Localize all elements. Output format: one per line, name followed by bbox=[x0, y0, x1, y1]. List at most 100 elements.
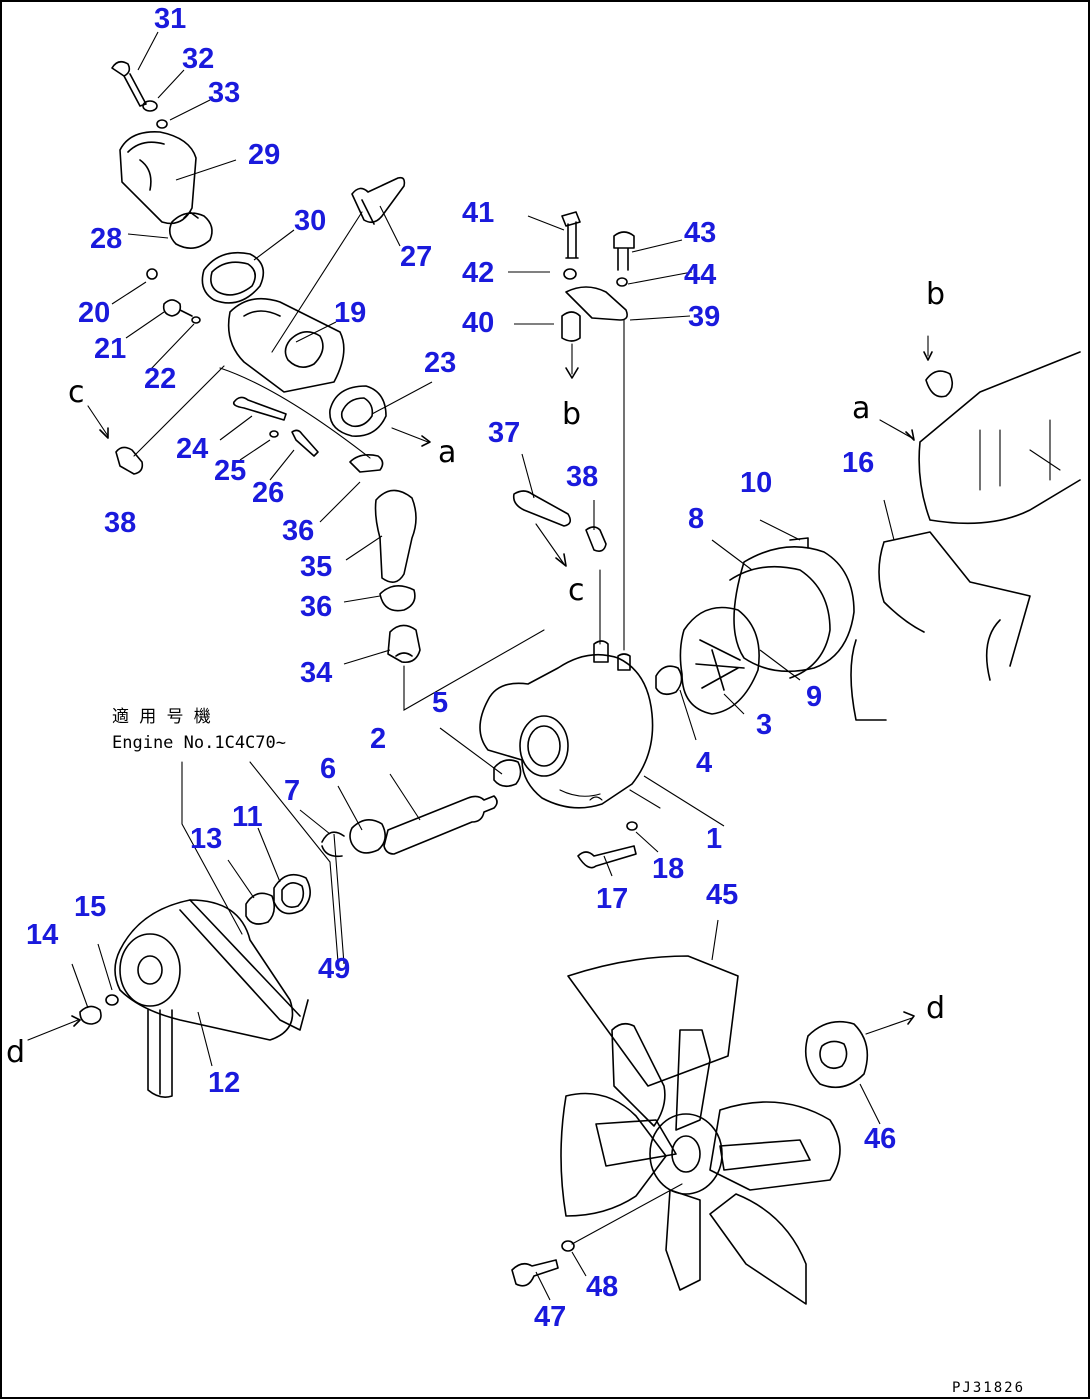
part-number-6: 6 bbox=[320, 753, 336, 785]
part-number-labels: 1 2 3 4 5 6 7 8 9 10 11 12 13 14 15 16 1… bbox=[26, 3, 896, 1333]
fan-arm-left bbox=[595, 1119, 677, 1167]
washer-42 bbox=[563, 268, 577, 280]
fan-blade-bottom bbox=[665, 1189, 701, 1291]
part-number-26: 26 bbox=[252, 477, 284, 509]
pulley-belt bbox=[179, 899, 309, 1031]
part-number-49: 49 bbox=[318, 953, 350, 985]
part-number-36-lower: 36 bbox=[300, 591, 332, 623]
part-number-8: 8 bbox=[688, 503, 704, 535]
mounting-bolts-group bbox=[561, 211, 635, 651]
part-number-45: 45 bbox=[706, 879, 738, 911]
elbow-38 bbox=[115, 446, 144, 475]
arrow-c-shaft bbox=[535, 523, 565, 565]
cover-29 bbox=[119, 131, 197, 225]
tube-37 bbox=[512, 490, 572, 527]
thermostat-28 bbox=[168, 211, 213, 249]
view-letter-d-left: d bbox=[6, 1035, 25, 1070]
bolt-17 bbox=[577, 845, 637, 869]
tube-27-line bbox=[271, 211, 363, 353]
bearing-11 bbox=[273, 873, 311, 915]
pulley-hub bbox=[119, 933, 181, 1007]
cover-8 bbox=[733, 546, 855, 673]
spacer-40 bbox=[561, 311, 581, 342]
part-number-15: 15 bbox=[74, 891, 106, 923]
arrow-c-left-head bbox=[99, 427, 109, 439]
seal-ring-9 bbox=[729, 565, 831, 679]
engine-hanger bbox=[925, 370, 954, 398]
tube-27 bbox=[351, 176, 406, 225]
view-letter-b-right: b bbox=[926, 277, 945, 312]
impeller-4 bbox=[655, 665, 683, 696]
arrow-a-left-shaft bbox=[391, 427, 429, 443]
pump-body-1 bbox=[479, 653, 654, 809]
arrow-d-right-head bbox=[903, 1011, 915, 1025]
fan-group bbox=[511, 821, 915, 1305]
adapter-34-line bbox=[403, 629, 545, 711]
clamp-36-upper bbox=[349, 454, 384, 473]
engine-head bbox=[918, 351, 1081, 525]
pump-outlet bbox=[519, 715, 569, 777]
hose-35 bbox=[374, 489, 417, 583]
bolt-21 bbox=[162, 299, 193, 317]
part-number-2: 2 bbox=[370, 723, 386, 755]
part-number-17: 17 bbox=[596, 883, 628, 915]
view-letter-d-right: d bbox=[926, 991, 945, 1026]
part-number-1: 1 bbox=[706, 823, 722, 855]
part-number-20: 20 bbox=[78, 297, 110, 329]
thermostat-housing-group bbox=[111, 60, 545, 711]
part-number-47: 47 bbox=[534, 1301, 566, 1333]
part-number-29: 29 bbox=[248, 139, 280, 171]
housing-19 bbox=[227, 297, 345, 393]
part-number-23: 23 bbox=[424, 347, 456, 379]
bolt-41 bbox=[561, 211, 581, 259]
part-number-11: 11 bbox=[232, 801, 263, 833]
leader-lines bbox=[71, 31, 895, 1301]
part-number-33: 33 bbox=[208, 77, 240, 109]
part-number-28: 28 bbox=[90, 223, 122, 255]
part-number-38-left: 38 bbox=[104, 507, 136, 539]
adapter-34 bbox=[387, 624, 421, 664]
part-number-30: 30 bbox=[294, 205, 326, 237]
part-number-7: 7 bbox=[284, 775, 300, 807]
spacer-46 bbox=[804, 1020, 869, 1089]
note-japanese: 適 用 号 機 bbox=[112, 707, 211, 727]
part-number-39: 39 bbox=[688, 301, 720, 333]
part-number-5: 5 bbox=[432, 687, 448, 719]
part-number-24: 24 bbox=[176, 433, 208, 465]
part-number-18: 18 bbox=[652, 853, 684, 885]
washer-22 bbox=[191, 316, 201, 324]
pulley-12 bbox=[114, 899, 294, 1041]
bolt-47 bbox=[511, 1259, 559, 1287]
elbow-38-right bbox=[585, 526, 607, 552]
pulley-grooves bbox=[147, 1009, 173, 1098]
shaft-2 bbox=[383, 795, 498, 855]
arrow-a-right-shaft bbox=[879, 419, 913, 439]
seal-5 bbox=[493, 759, 522, 788]
fan-arm-top-right bbox=[675, 1029, 711, 1131]
fan-arm-right bbox=[719, 1139, 811, 1171]
view-letter-c-mid: c bbox=[568, 573, 585, 608]
washer-32 bbox=[142, 100, 158, 112]
fan-blade-top bbox=[567, 955, 739, 1087]
fan-hub bbox=[649, 1113, 723, 1195]
pump-outlet-inner bbox=[527, 725, 561, 767]
part-number-36-upper: 36 bbox=[282, 515, 314, 547]
part-number-31: 31 bbox=[154, 3, 186, 35]
fan-blade-left bbox=[560, 1092, 667, 1217]
part-number-44: 44 bbox=[684, 259, 716, 291]
engine-block-lower bbox=[850, 619, 1001, 721]
gasket-30 bbox=[201, 251, 265, 304]
arrow-c-left-shaft bbox=[87, 405, 109, 437]
arrow-b-head bbox=[565, 367, 579, 379]
engine-head-detail bbox=[979, 419, 1061, 491]
view-letter-a-left: a bbox=[438, 435, 456, 470]
washer-25 bbox=[269, 430, 279, 438]
nut-14 bbox=[79, 1005, 102, 1025]
part-number-9: 9 bbox=[806, 681, 822, 713]
fan-bolt-line bbox=[571, 1183, 683, 1245]
bracket-39 bbox=[565, 286, 628, 321]
stud-26 bbox=[291, 429, 319, 457]
arrow-a-left-head bbox=[421, 435, 431, 447]
